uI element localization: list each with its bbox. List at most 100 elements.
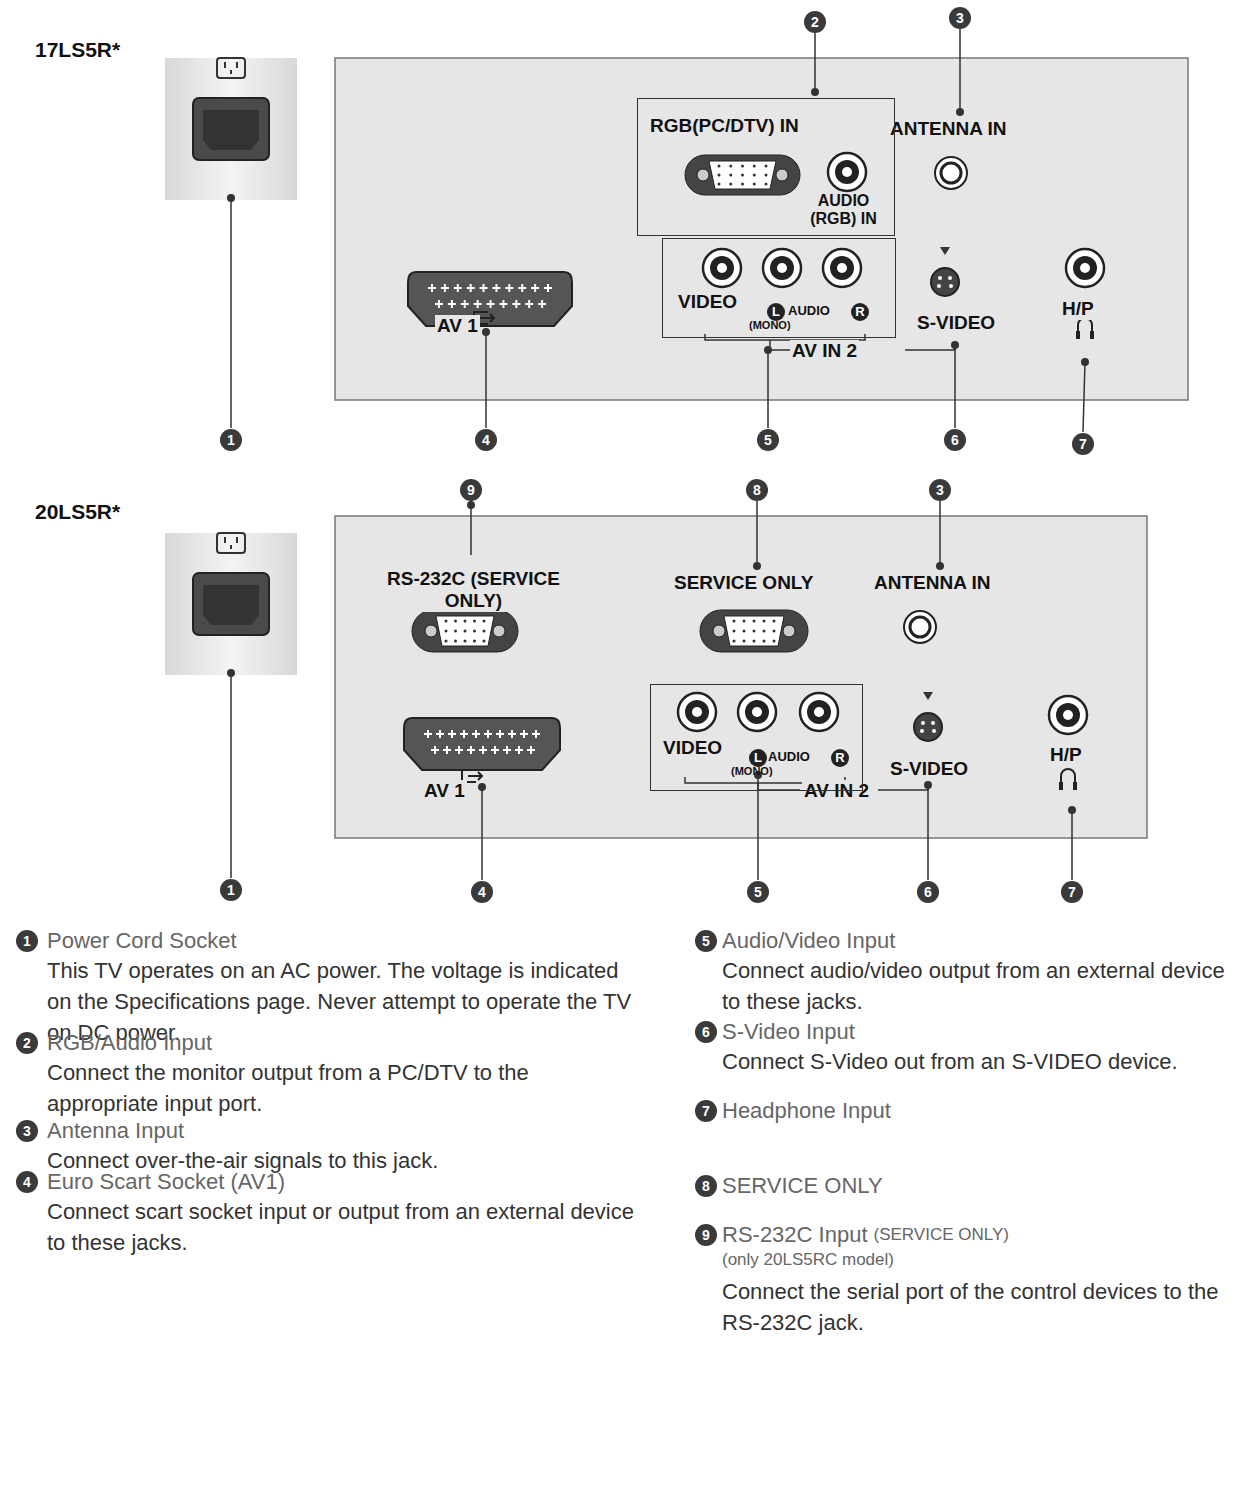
scart-pin bbox=[499, 300, 507, 308]
d-sub-connector bbox=[776, 169, 788, 181]
scart-pin bbox=[538, 300, 546, 308]
rca-jack bbox=[814, 707, 824, 717]
d-sub-pin bbox=[743, 630, 746, 633]
scart-pin bbox=[480, 284, 488, 292]
scart-pin bbox=[515, 746, 523, 754]
rca-jack bbox=[763, 249, 801, 287]
scart-pin bbox=[467, 284, 475, 292]
callout-number: 6 bbox=[695, 1021, 717, 1043]
callout-number: 5 bbox=[757, 429, 779, 451]
scart-pin bbox=[435, 300, 443, 308]
scart-socket bbox=[408, 272, 572, 326]
d-sub-pin bbox=[464, 640, 467, 643]
headphone-icon bbox=[1090, 331, 1094, 339]
port-label: SERVICE ONLY bbox=[672, 572, 815, 594]
port-label: (only 20LS5RC model) bbox=[722, 1250, 894, 1270]
rca-jack bbox=[835, 160, 859, 184]
d-sub-pin bbox=[718, 165, 721, 168]
port-label: VIDEO bbox=[678, 291, 737, 313]
s-video-pin bbox=[937, 284, 941, 288]
d-sub-pin bbox=[473, 620, 476, 623]
description-title: Audio/Video Input bbox=[722, 928, 895, 954]
port-label: ANTENNA IN bbox=[888, 118, 1008, 140]
port-label: AUDIO (RGB) IN bbox=[796, 192, 891, 228]
callout-number: 4 bbox=[475, 429, 497, 451]
d-sub-pin bbox=[753, 183, 756, 186]
scart-pin bbox=[428, 284, 436, 292]
callout-number: 6 bbox=[917, 881, 939, 903]
d-sub-pin bbox=[733, 630, 736, 633]
d-sub-pin bbox=[454, 630, 457, 633]
description-title: RGB/Audio Input bbox=[47, 1030, 212, 1056]
d-sub-connector bbox=[724, 616, 784, 646]
description-title: RS-232C Input bbox=[722, 1222, 868, 1248]
rca-jack bbox=[1063, 710, 1073, 720]
port-label: (MONO) bbox=[731, 765, 773, 777]
port-label: (SERVICE ONLY) bbox=[874, 1225, 1009, 1245]
scart-pin bbox=[503, 746, 511, 754]
d-sub-pin bbox=[445, 620, 448, 623]
s-video-pin bbox=[920, 729, 924, 733]
callout-number: 3 bbox=[929, 479, 951, 501]
channel-badge: R bbox=[851, 303, 869, 321]
d-sub-pin bbox=[773, 630, 776, 633]
model-name: 20LS5R* bbox=[35, 500, 120, 524]
model-name: 17LS5R* bbox=[35, 38, 120, 62]
scart-pin bbox=[532, 730, 540, 738]
port-label: H/P bbox=[1048, 744, 1084, 766]
port-label: VIDEO bbox=[663, 737, 722, 759]
d-sub-pin bbox=[454, 640, 457, 643]
d-sub-connector bbox=[700, 610, 808, 652]
power-icon bbox=[225, 62, 237, 74]
rca-jack bbox=[1073, 256, 1097, 280]
s-video-jack bbox=[931, 268, 959, 296]
power-icon bbox=[217, 533, 245, 553]
scart-pin bbox=[518, 284, 526, 292]
d-sub-pin bbox=[773, 640, 776, 643]
port-label: AV 1 bbox=[435, 315, 480, 337]
power-socket bbox=[193, 573, 269, 635]
port-label: AUDIO bbox=[768, 749, 810, 764]
headphone-icon bbox=[1078, 318, 1092, 335]
port-label: RGB(PC/DTV) IN bbox=[650, 115, 799, 137]
callout-number: 8 bbox=[695, 1175, 717, 1197]
d-sub-connector bbox=[709, 161, 776, 189]
d-sub-pin bbox=[741, 183, 744, 186]
scart-pin bbox=[492, 284, 500, 292]
rca-jack bbox=[1080, 263, 1090, 273]
scart-pin bbox=[508, 730, 516, 738]
d-sub-pin bbox=[753, 620, 756, 623]
d-sub-pin bbox=[763, 630, 766, 633]
d-sub-pin bbox=[753, 630, 756, 633]
d-sub-connector bbox=[493, 625, 505, 637]
rca-jack bbox=[777, 263, 787, 273]
headphone-icon bbox=[1073, 782, 1077, 790]
scart-pin bbox=[496, 730, 504, 738]
port-label: AV 1 bbox=[422, 780, 467, 802]
port-label: AV IN 2 bbox=[802, 780, 871, 802]
rca-jack bbox=[738, 693, 776, 731]
d-sub-pin bbox=[483, 630, 486, 633]
scart-pin bbox=[512, 300, 520, 308]
rca-jack bbox=[830, 256, 854, 280]
d-sub-pin bbox=[743, 640, 746, 643]
rca-jack bbox=[703, 249, 741, 287]
d-sub-connector bbox=[697, 169, 709, 181]
description-text: Connect the serial port of the control d… bbox=[722, 1276, 1237, 1338]
s-video-pin bbox=[938, 276, 942, 280]
connector-group-box: VIDEOLAUDIOR(MONO) bbox=[650, 684, 863, 791]
rca-jack bbox=[678, 693, 716, 731]
port-label: RS-232C (SERVICE ONLY) bbox=[384, 568, 563, 612]
s-video-pin bbox=[921, 721, 925, 725]
callout-number: 7 bbox=[1072, 433, 1094, 455]
scart-pin bbox=[531, 284, 539, 292]
antenna-jack bbox=[935, 157, 967, 189]
scart-pin bbox=[441, 284, 449, 292]
d-sub-pin bbox=[763, 620, 766, 623]
d-sub-pin bbox=[743, 620, 746, 623]
channel-badge: R bbox=[831, 749, 849, 767]
rca-jack bbox=[717, 263, 727, 273]
scart-pin bbox=[424, 730, 432, 738]
rca-jack bbox=[823, 249, 861, 287]
callout-number: 1 bbox=[220, 429, 242, 451]
